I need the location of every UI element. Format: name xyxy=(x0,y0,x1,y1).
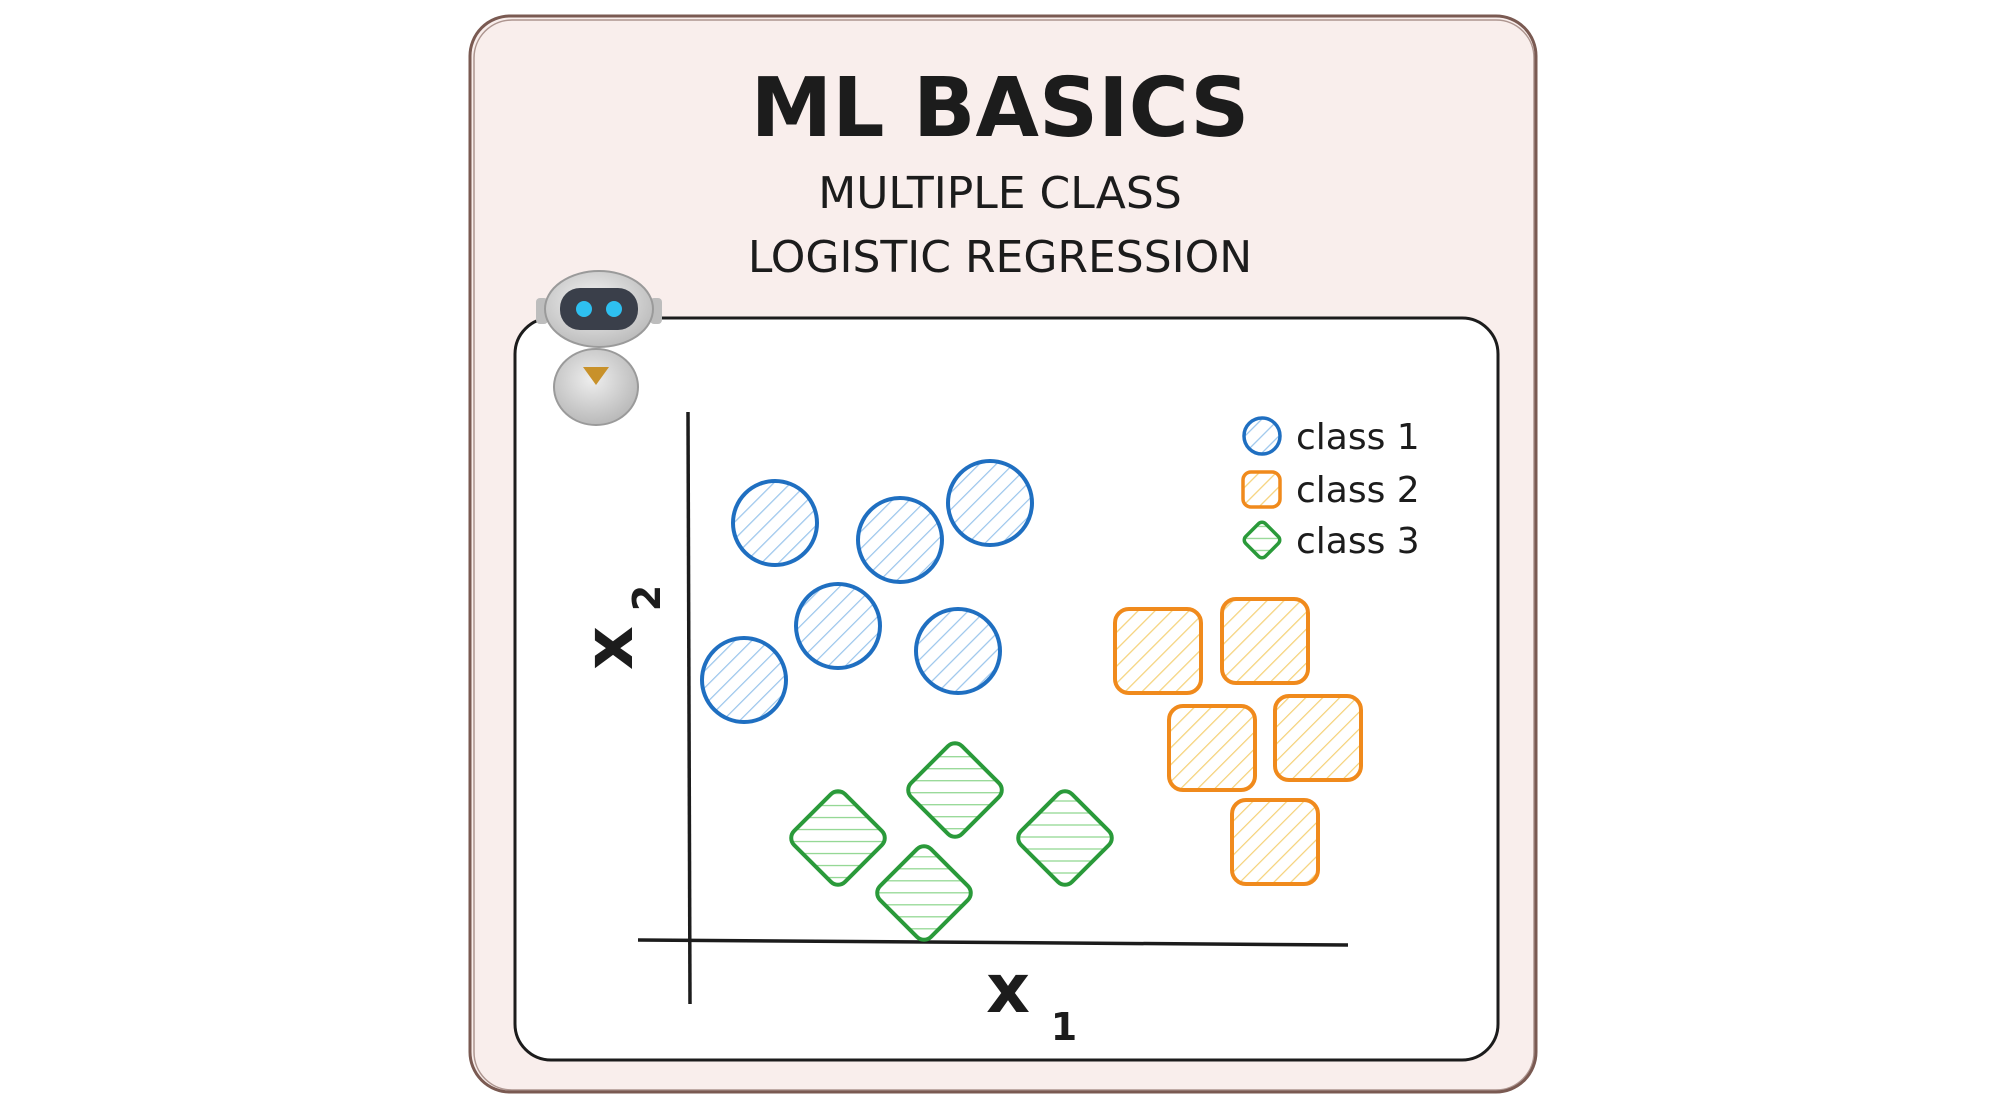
x-axis-label: x 1 xyxy=(986,950,1077,1049)
svg-text:2: 2 xyxy=(625,585,669,611)
class-2-point xyxy=(1230,798,1320,886)
x-axis xyxy=(637,938,1349,947)
title: ML BASICS xyxy=(751,61,1250,156)
class-3-point xyxy=(1016,789,1114,887)
legend-label: class 3 xyxy=(1296,521,1420,562)
class-1-point xyxy=(856,496,944,584)
svg-text:1: 1 xyxy=(1051,1005,1077,1049)
legend-item-class-2: class 2 xyxy=(1241,470,1420,511)
svg-text:x: x xyxy=(986,950,1030,1029)
class-1-point xyxy=(700,636,788,724)
legend: class 1 class 2 class 3 xyxy=(1241,416,1420,562)
legend-diamond-marker xyxy=(1242,520,1282,560)
class-2-cluster xyxy=(1113,597,1363,886)
legend-circle-marker xyxy=(1242,416,1282,456)
y-axis-label: x 2 xyxy=(570,585,669,670)
class-2-point xyxy=(1273,694,1363,782)
class-2-point xyxy=(1220,597,1310,685)
legend-item-class-1: class 1 xyxy=(1242,416,1420,458)
class-3-cluster xyxy=(789,741,1114,942)
class-1-point xyxy=(914,607,1002,695)
outer-frame-sketch-line xyxy=(473,19,1535,1091)
class-1-point xyxy=(946,459,1034,547)
class-3-point xyxy=(789,789,887,887)
legend-item-class-3: class 3 xyxy=(1242,520,1420,562)
class-1-cluster xyxy=(700,459,1034,724)
class-1-point xyxy=(731,479,819,567)
class-2-point xyxy=(1167,704,1257,792)
robot-mascot-icon xyxy=(536,270,662,426)
svg-text:x: x xyxy=(570,626,649,670)
class-3-point xyxy=(875,844,973,942)
class-3-point xyxy=(906,741,1004,839)
subtitle-line-1: MULTIPLE CLASS xyxy=(818,168,1182,219)
class-1-point xyxy=(794,582,882,670)
legend-square-marker xyxy=(1241,470,1282,509)
legend-label: class 2 xyxy=(1296,470,1420,511)
subtitle-line-2: LOGISTIC REGRESSION xyxy=(748,232,1252,283)
class-2-point xyxy=(1113,607,1203,695)
y-axis xyxy=(686,411,692,1005)
legend-label: class 1 xyxy=(1296,417,1420,458)
